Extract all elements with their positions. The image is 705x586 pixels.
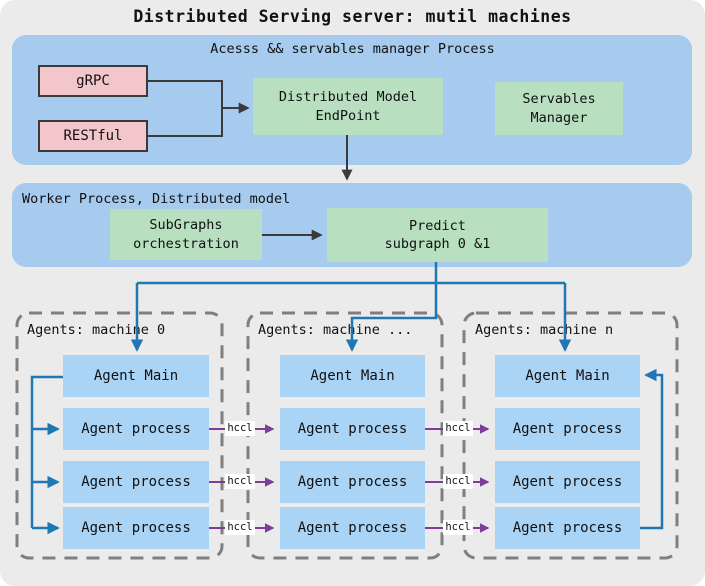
hccl-label: hccl <box>225 520 255 535</box>
servables-manager-box: Servables Manager <box>495 82 623 135</box>
machine-0-agent-process-box: Agent process <box>63 507 209 549</box>
restful-box: RESTful <box>38 120 148 152</box>
machine-dots-agent-process-box: Agent process <box>280 461 425 503</box>
fanout-to-machine-dots-arrow <box>345 283 438 352</box>
machine-dots-agent-process-box: Agent process <box>280 408 425 450</box>
machine-n-label: Agents: machine n <box>475 322 614 338</box>
machine-0-agent-process-box: Agent process <box>63 461 209 503</box>
machine-0-agent-process-box: Agent process <box>63 408 209 450</box>
hccl-label: hccl <box>225 474 255 489</box>
hccl-label: hccl <box>443 421 473 436</box>
hccl-label: hccl <box>225 421 255 436</box>
machine-dots-label: Agents: machine ... <box>258 322 413 338</box>
machine-0-main-bus-line <box>30 375 63 528</box>
machine-n-process-to-main-arrow <box>640 368 664 530</box>
hccl-label: hccl <box>443 520 473 535</box>
diagram-title: Distributed Serving server: mutil machin… <box>133 7 572 26</box>
machine-dots-agent-process-box: Agent process <box>280 507 425 549</box>
worker-process-label: Worker Process, Distributed model <box>22 191 291 207</box>
predict-subgraph-box: Predict subgraph 0 &1 <box>327 208 548 262</box>
machine-n-agent-process-box: Agent process <box>495 408 640 450</box>
subgraphs-orchestration-box: SubGraphs orchestration <box>110 209 262 260</box>
machine-0-agent-main-box: Agent Main <box>63 355 209 397</box>
machine-n-agent-process-box: Agent process <box>495 507 640 549</box>
access-manager-process-label: Acesss && servables manager Process <box>210 41 495 57</box>
machine-n-agent-process-box: Agent process <box>495 461 640 503</box>
machine-dots-agent-main-box: Agent Main <box>280 355 425 397</box>
machine-n-agent-main-box: Agent Main <box>495 355 640 397</box>
hccl-label: hccl <box>443 474 473 489</box>
distributed-model-endpoint-box: Distributed Model EndPoint <box>253 78 443 135</box>
machine-0-label: Agents: machine 0 <box>27 322 166 338</box>
grpc-box: gRPC <box>38 65 148 97</box>
